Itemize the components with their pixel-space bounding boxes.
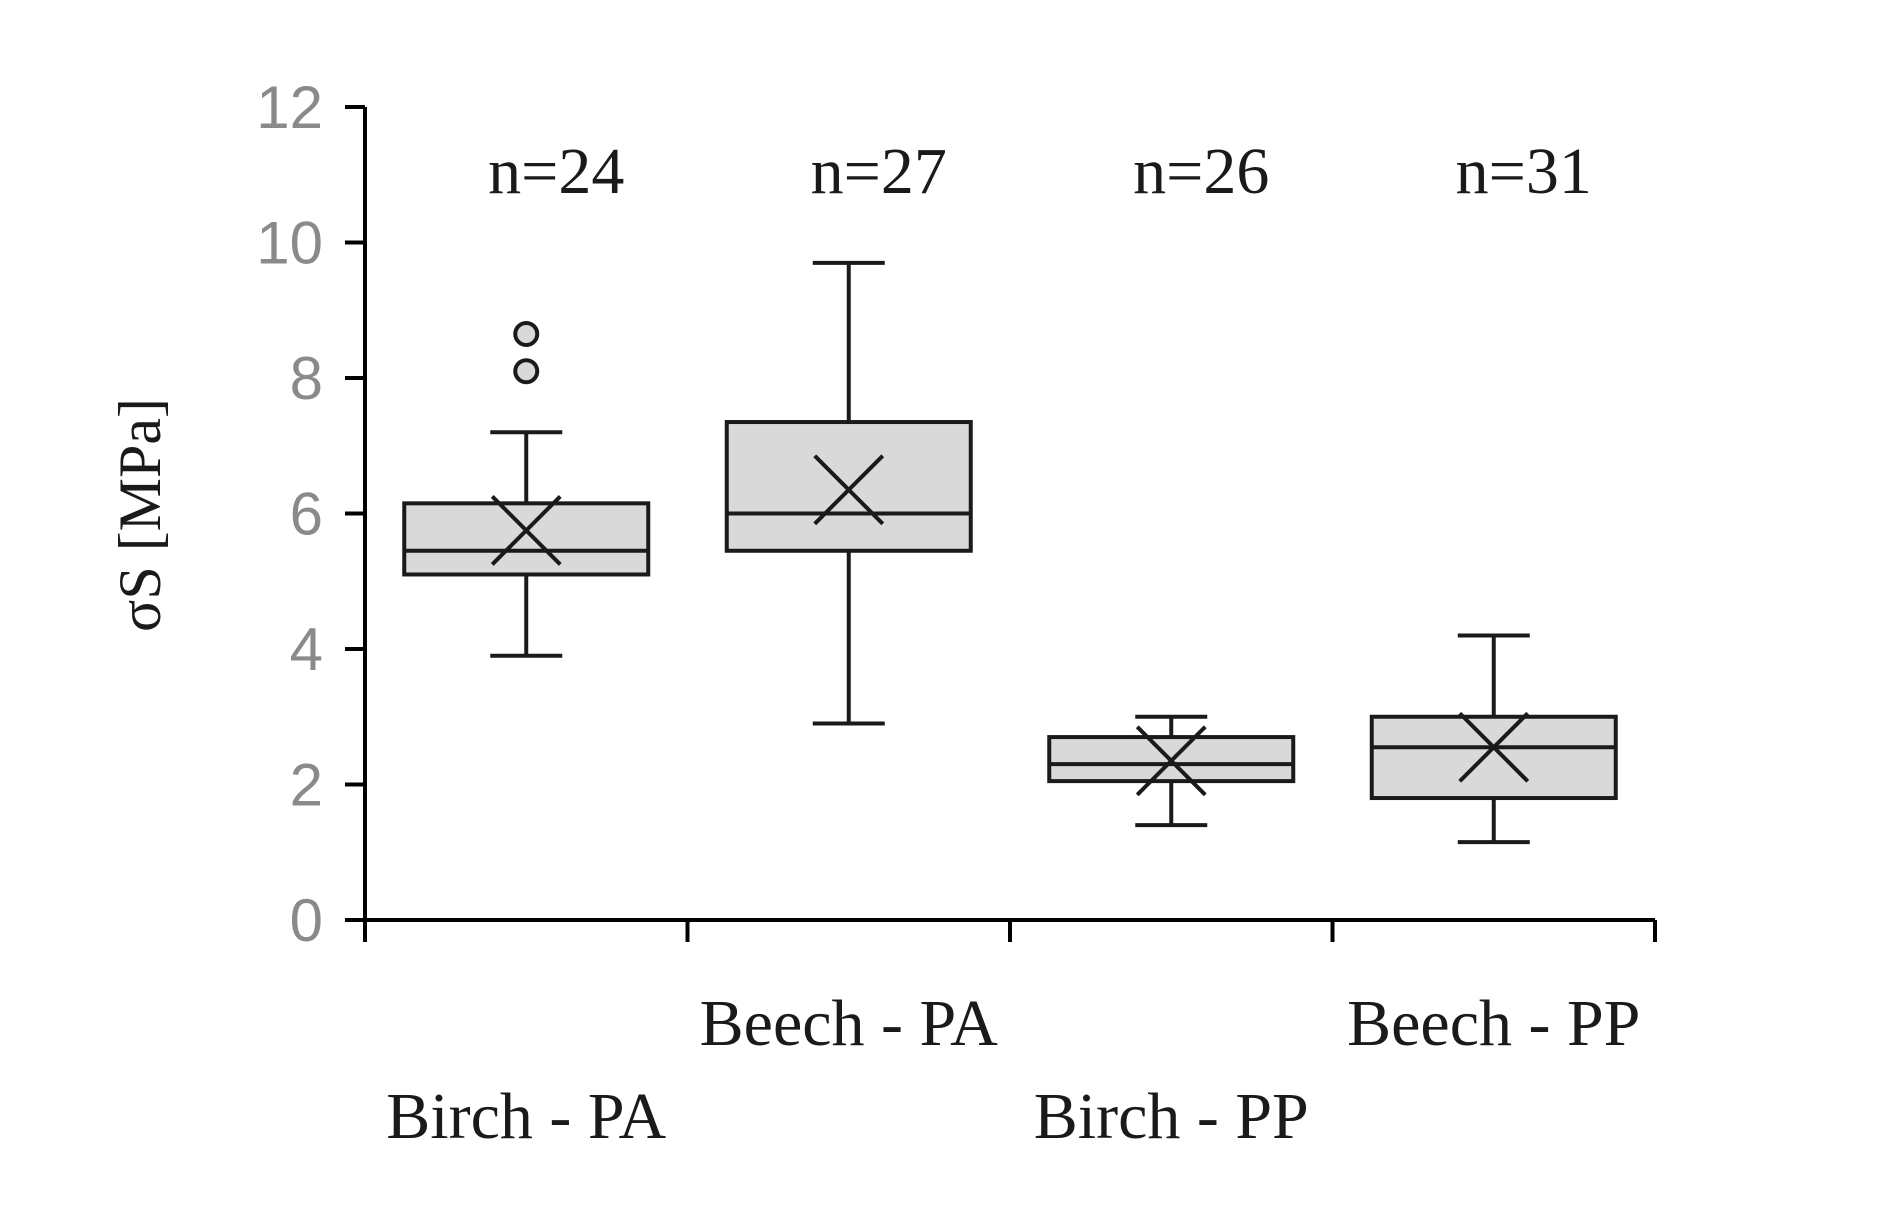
- box-3: [1047, 714, 1296, 828]
- category-label: Birch - PA: [386, 1080, 666, 1153]
- y-tick-label: 2: [290, 752, 323, 819]
- category-label: Birch - PP: [1034, 1080, 1309, 1153]
- mean-marker: [813, 454, 885, 526]
- box-4: [1369, 633, 1618, 845]
- x-axis: [363, 918, 1657, 942]
- y-tick-label: 8: [290, 345, 323, 412]
- y-tick-label: 10: [256, 210, 323, 277]
- y-tick-label: 12: [256, 74, 323, 141]
- y-axis: 0 2 4 6 8 10 12: [256, 74, 367, 954]
- mean-marker-stroke: [813, 454, 885, 526]
- sample-size-label: n=31: [1456, 135, 1592, 208]
- mean-marker: [490, 495, 562, 566]
- box-series: [402, 260, 1618, 845]
- box-2: [724, 260, 973, 726]
- sample-size-label: n=27: [811, 135, 947, 208]
- category-label: Beech - PP: [1347, 987, 1640, 1060]
- mean-marker-stroke: [1458, 711, 1530, 783]
- mean-marker-stroke: [490, 495, 562, 566]
- mean-marker-stroke: [1135, 725, 1207, 797]
- y-axis-title: σS [MPa]: [107, 398, 173, 632]
- mean-marker: [1458, 711, 1530, 783]
- category-label: Beech - PA: [700, 987, 999, 1060]
- outlier-point: [513, 358, 540, 385]
- box-1: [402, 320, 651, 658]
- mean-marker: [1135, 725, 1207, 797]
- box-iqr: [724, 420, 973, 553]
- category-labels: Birch - PA Beech - PA Birch - PP Beech - PP: [386, 987, 1640, 1153]
- box-iqr: [402, 501, 651, 577]
- box-iqr: [1369, 714, 1618, 801]
- outlier-point: [513, 320, 540, 347]
- y-tick-label: 6: [290, 481, 323, 548]
- sample-size-labels: n=24 n=27 n=26 n=31: [488, 135, 1592, 208]
- y-tick-label: 4: [290, 616, 323, 683]
- sample-size-label: n=24: [488, 135, 624, 208]
- sample-size-label: n=26: [1133, 135, 1269, 208]
- y-tick-label: 0: [290, 887, 323, 954]
